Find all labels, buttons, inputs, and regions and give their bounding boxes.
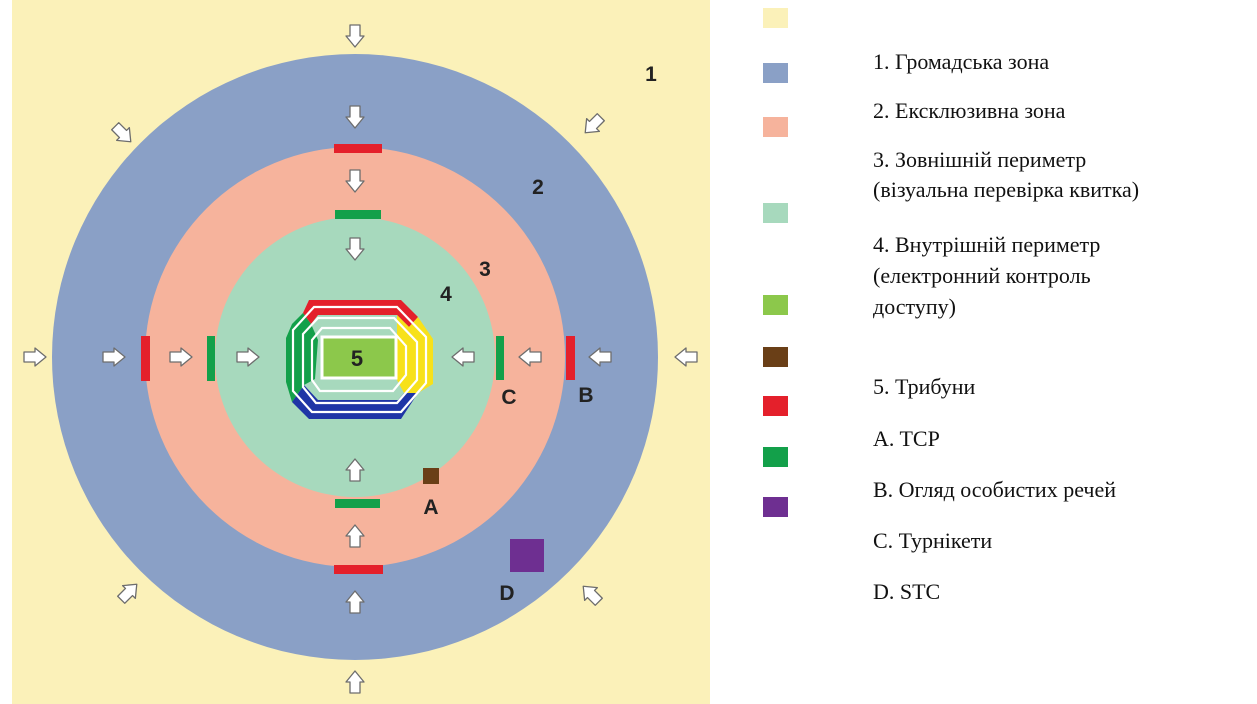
label-b: B: [578, 384, 593, 407]
legend-item-outer-perimeter-note: (візуальна перевірка квитка): [873, 177, 1140, 202]
pitch: [320, 335, 398, 380]
swatch-tcp: [763, 347, 788, 367]
stadium-stands: 5: [286, 300, 433, 419]
zone-label-4: 4: [440, 283, 452, 306]
legend-item-public-zone: 1. Громадська зона: [873, 49, 1050, 74]
zone-label-3: 3: [479, 258, 491, 281]
bag-check-west: [141, 336, 150, 381]
label-d: D: [499, 582, 514, 605]
swatch-stc: [763, 497, 788, 517]
legend-item-turnstiles: C. Турнікети: [873, 528, 993, 553]
swatch-stands: [763, 295, 788, 315]
zone-label-5: 5: [351, 346, 363, 371]
zone-label-2: 2: [532, 176, 544, 199]
swatch-outer-perimeter: [763, 117, 788, 137]
checkpoints: [141, 144, 575, 574]
label-a: A: [423, 496, 438, 519]
bag-check-south: [334, 565, 383, 574]
legend-item-exclusive-zone: 2. Ексклюзивна зона: [873, 98, 1066, 123]
turnstiles-west: [207, 336, 215, 381]
turnstiles-north: [335, 210, 381, 219]
bag-check-north: [334, 144, 382, 153]
legend-item-stands: 5. Трибуни: [873, 374, 976, 399]
swatch-inner-perimeter: [763, 203, 788, 223]
turnstiles-south: [335, 499, 380, 508]
stc-marker: [510, 539, 544, 572]
swatch-bag-check: [763, 396, 788, 416]
legend-item-inner-perimeter-note-1: (електронний контроль: [873, 263, 1091, 288]
swatch-public-zone: [763, 8, 788, 28]
legend-item-inner-perimeter: 4. Внутрішній периметр: [873, 232, 1101, 257]
zone-label-1: 1: [645, 63, 657, 86]
legend-item-stc: D. STC: [873, 579, 941, 604]
zone-diagram: 5 1 2 3 4 A: [12, 0, 710, 704]
legend-item-inner-perimeter-note-2: доступу): [873, 294, 956, 319]
swatch-turnstiles: [763, 447, 788, 467]
turnstiles-east: [496, 336, 504, 380]
swatch-exclusive-zone: [763, 63, 788, 83]
legend-item-bag-check: B. Огляд особистих речей: [873, 477, 1117, 502]
legend-item-outer-perimeter: 3. Зовнішній периметр: [873, 147, 1087, 172]
tcp-marker: [423, 468, 439, 484]
label-c: C: [501, 386, 516, 409]
legend-item-tcp: A. TCP: [873, 426, 940, 451]
bag-check-east: [566, 336, 575, 380]
